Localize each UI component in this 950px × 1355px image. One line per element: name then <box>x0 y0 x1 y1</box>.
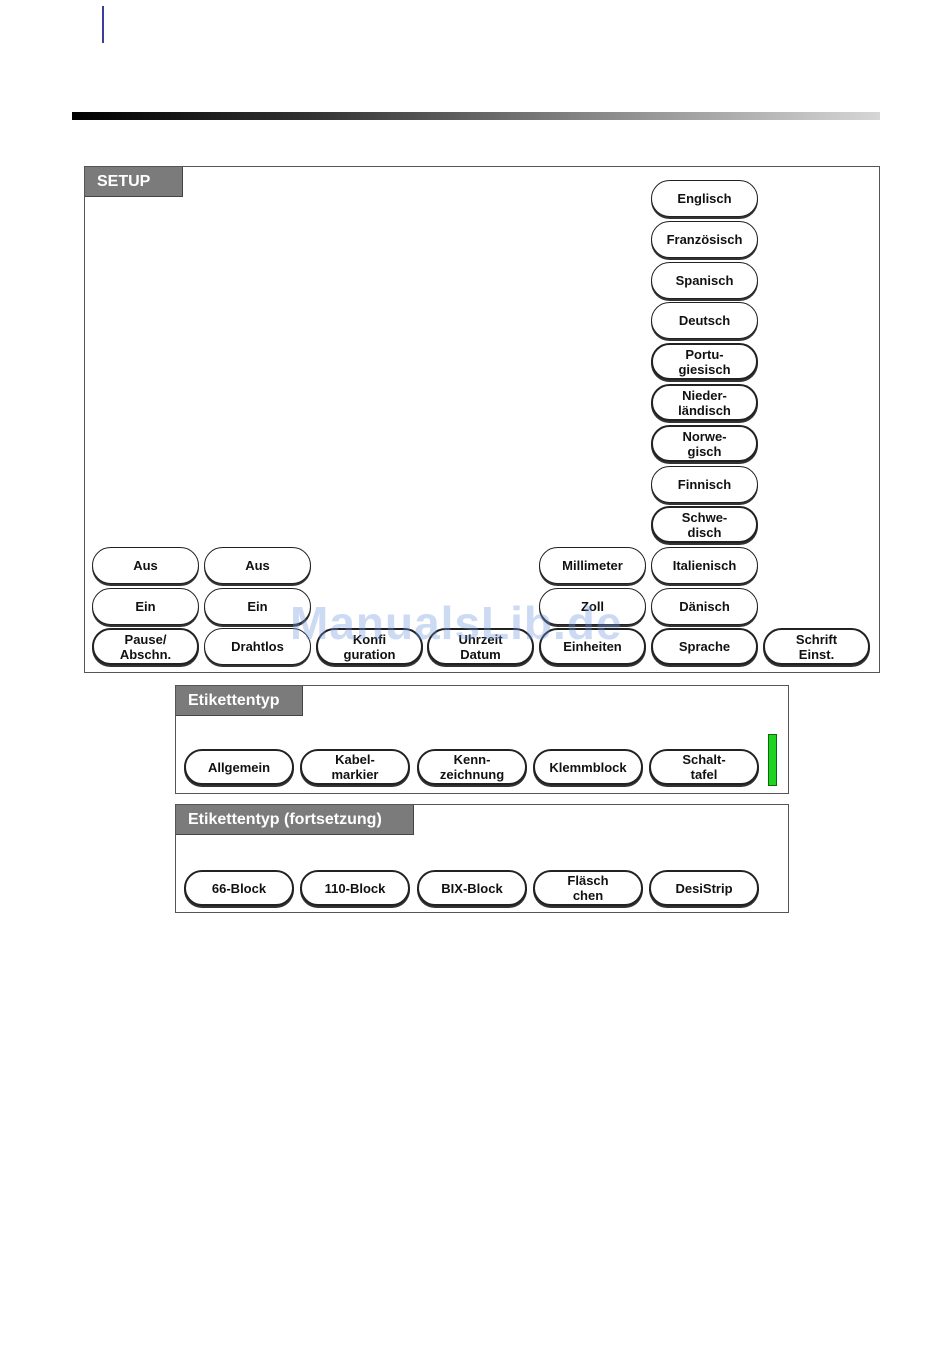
menu-konfiguration[interactable]: Konfi guration <box>316 628 423 665</box>
language-option-spanisch[interactable]: Spanisch <box>651 262 758 299</box>
label-type-kennzeichnung[interactable]: Kenn- zeichnung <box>417 749 527 785</box>
language-option-italienisch[interactable]: Italienisch <box>651 547 758 584</box>
menu-drahtlos[interactable]: Drahtlos <box>204 628 311 665</box>
setup-panel: SETUP Englisch Französisch Spanisch Deut… <box>84 166 880 673</box>
label-type-klemmblock[interactable]: Klemmblock <box>533 749 643 785</box>
setup-title: SETUP <box>85 167 183 197</box>
label-type-title: Etikettentyp <box>176 686 303 716</box>
language-option-niederlaendisch[interactable]: Nieder- ländisch <box>651 384 758 421</box>
pause-option-aus[interactable]: Aus <box>92 547 199 584</box>
menu-sprache[interactable]: Sprache <box>651 628 758 665</box>
menu-schrift-einstellungen[interactable]: Schrift Einst. <box>763 628 870 665</box>
label-type-flaeschchen[interactable]: Fläsch chen <box>533 870 643 906</box>
label-type-bix-block[interactable]: BIX-Block <box>417 870 527 906</box>
menu-einheiten[interactable]: Einheiten <box>539 628 646 665</box>
label-type-desistrip[interactable]: DesiStrip <box>649 870 759 906</box>
label-type-110-block[interactable]: 110-Block <box>300 870 410 906</box>
wireless-option-aus[interactable]: Aus <box>204 547 311 584</box>
language-option-franzoesisch[interactable]: Französisch <box>651 221 758 258</box>
language-option-englisch[interactable]: Englisch <box>651 180 758 217</box>
label-type-kabelmarkier[interactable]: Kabel- markier <box>300 749 410 785</box>
unit-option-millimeter[interactable]: Millimeter <box>539 547 646 584</box>
label-type-allgemein[interactable]: Allgemein <box>184 749 294 785</box>
label-type-schalttafel[interactable]: Schalt- tafel <box>649 749 759 785</box>
scroll-indicator[interactable] <box>768 734 777 786</box>
label-type-panel: Etikettentyp Allgemein Kabel- markier Ke… <box>175 685 789 794</box>
language-option-schwedisch[interactable]: Schwe- disch <box>651 506 758 543</box>
unit-option-zoll[interactable]: Zoll <box>539 588 646 625</box>
wireless-option-ein[interactable]: Ein <box>204 588 311 625</box>
language-option-finnisch[interactable]: Finnisch <box>651 466 758 503</box>
menu-pause-abschnitt[interactable]: Pause/ Abschn. <box>92 628 199 665</box>
language-option-daenisch[interactable]: Dänisch <box>651 588 758 625</box>
margin-line <box>102 6 104 43</box>
pause-option-ein[interactable]: Ein <box>92 588 199 625</box>
language-option-deutsch[interactable]: Deutsch <box>651 302 758 339</box>
label-type-66-block[interactable]: 66-Block <box>184 870 294 906</box>
header-gradient-bar <box>72 112 880 120</box>
menu-uhrzeit-datum[interactable]: Uhrzeit Datum <box>427 628 534 665</box>
language-option-norwegisch[interactable]: Norwe- gisch <box>651 425 758 462</box>
language-option-portugiesisch[interactable]: Portu- giesisch <box>651 343 758 380</box>
label-type-continued-panel: Etikettentyp (fortsetzung) 66-Block 110-… <box>175 804 789 913</box>
label-type-continued-title: Etikettentyp (fortsetzung) <box>176 805 414 835</box>
